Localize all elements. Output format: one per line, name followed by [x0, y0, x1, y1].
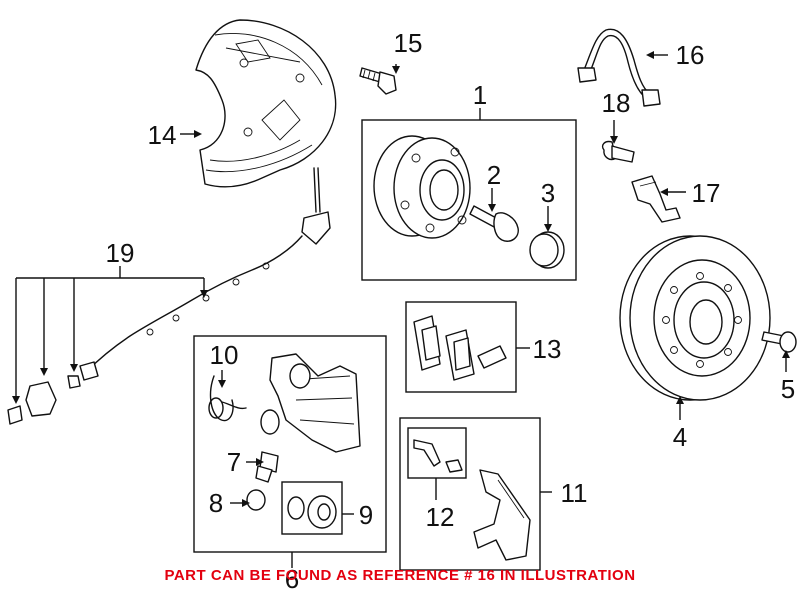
part-12-guide-box[interactable] [407, 427, 467, 479]
callout-numbers: 1 2 3 4 5 6 7 8 9 10 11 12 13 14 15 16 1… [106, 28, 796, 593]
callout-14: 14 [148, 120, 177, 150]
callout-8: 8 [209, 488, 223, 518]
callout-2: 2 [487, 160, 501, 190]
part-1-hub-box[interactable] [361, 119, 577, 281]
callout-15: 15 [394, 28, 423, 58]
part-11-caliper-bracket[interactable] [473, 469, 531, 561]
callout-11: 11 [561, 478, 588, 508]
part-4-brake-disc[interactable] [619, 235, 771, 401]
part-13-pads-box[interactable] [405, 301, 517, 393]
callout-9: 9 [359, 500, 373, 530]
part-5-disc-screw[interactable] [761, 331, 797, 353]
part-19-abs-wire-harness[interactable] [7, 167, 331, 425]
callout-16: 16 [676, 40, 705, 70]
part-6-brake-caliper[interactable] [260, 353, 361, 453]
callout-3: 3 [541, 178, 555, 208]
part-3-dust-cap[interactable] [529, 231, 565, 269]
callout-18: 18 [602, 88, 631, 118]
part-2-hub-bolt[interactable] [469, 205, 519, 242]
callout-12: 12 [426, 502, 455, 532]
part-17-wheel-speed-sensor[interactable] [631, 175, 681, 223]
callout-6: 6 [285, 564, 299, 593]
part-9-seal-box[interactable] [281, 481, 343, 535]
callout-1: 1 [473, 80, 487, 110]
callout-4: 4 [673, 422, 687, 452]
callout-10: 10 [210, 340, 239, 370]
part-16-brake-hose[interactable] [577, 28, 661, 107]
part-11-carrier-box[interactable] [399, 417, 541, 571]
part-18-sensor-bolt[interactable] [601, 140, 635, 163]
callout-19: 19 [106, 238, 135, 268]
callout-5: 5 [781, 374, 795, 404]
part-15-bolt[interactable] [359, 67, 397, 95]
callout-7: 7 [227, 447, 241, 477]
part-9-piston-seal[interactable] [287, 495, 337, 529]
part-13-brake-pads[interactable] [413, 315, 507, 381]
leader-lines [12, 51, 790, 568]
part-12-guide-pin-kit[interactable] [413, 439, 463, 473]
callout-13: 13 [533, 334, 562, 364]
reference-caption: PART CAN BE FOUND AS REFERENCE # 16 IN I… [164, 567, 636, 584]
part-6-caliper-box[interactable] [193, 335, 387, 553]
part-7-bleeder-screw[interactable] [255, 451, 279, 483]
part-10-caliper-spring[interactable] [208, 375, 247, 422]
callout-17: 17 [692, 178, 721, 208]
part-8-bleeder-cap[interactable] [246, 489, 266, 511]
part-1-wheel-hub[interactable] [373, 135, 471, 239]
part-14-dust-shield[interactable] [195, 19, 337, 188]
